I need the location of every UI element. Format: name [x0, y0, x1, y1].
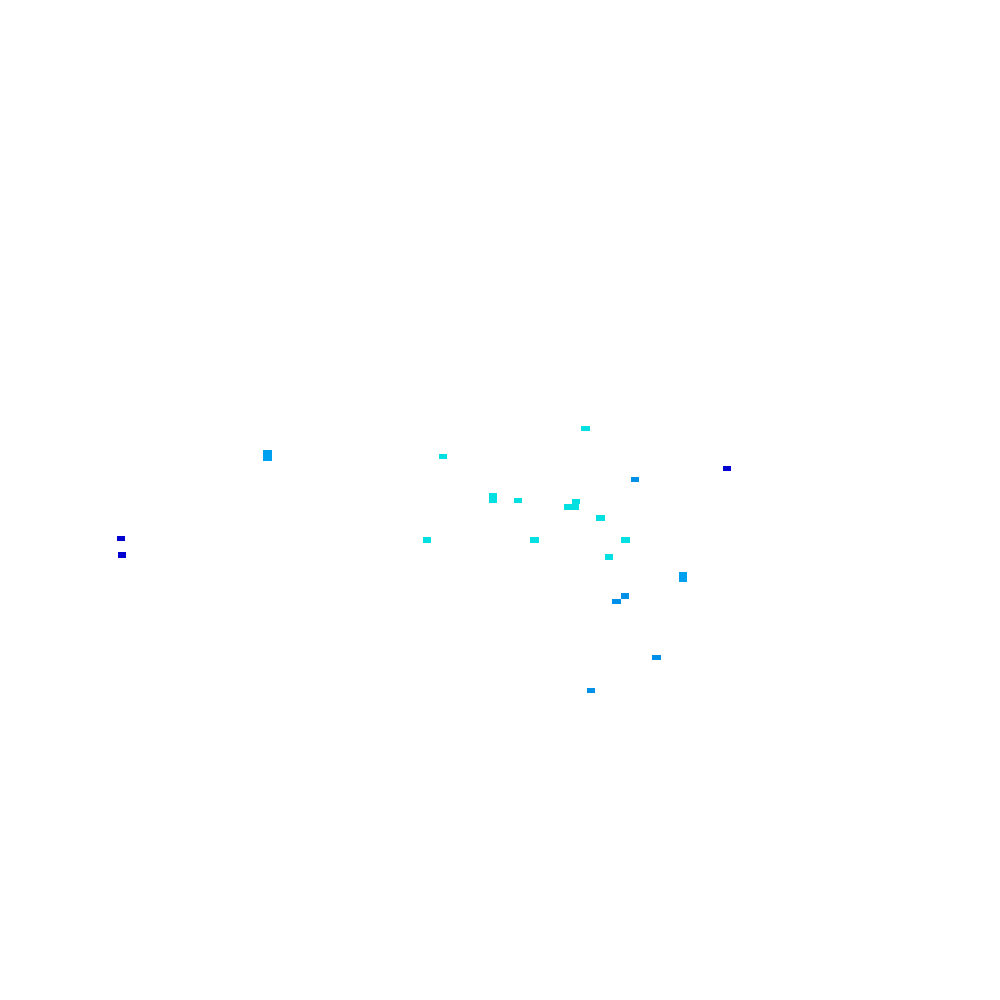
scatter-marker: [723, 466, 731, 471]
scatter-marker: [587, 688, 595, 693]
scatter-marker: [612, 599, 621, 604]
scatter-marker: [423, 537, 431, 543]
scatter-marker: [118, 552, 126, 558]
scatter-marker: [605, 554, 613, 560]
scatter-marker: [652, 655, 661, 660]
scatter-marker: [621, 593, 629, 599]
scatter-marker: [621, 537, 630, 543]
scatter-marker: [596, 515, 605, 521]
scatter-marker: [530, 537, 539, 543]
scatter-marker: [489, 493, 497, 503]
scatter-marker: [439, 454, 447, 459]
scatter-marker: [631, 477, 639, 482]
scatter-marker: [117, 536, 125, 541]
scatter-marker: [581, 426, 590, 431]
scatter-marker: [679, 572, 687, 582]
scatter-marker: [572, 499, 580, 504]
scatter-marker: [263, 450, 272, 461]
scatter-marker: [564, 504, 579, 510]
scatter-marker: [514, 498, 522, 503]
